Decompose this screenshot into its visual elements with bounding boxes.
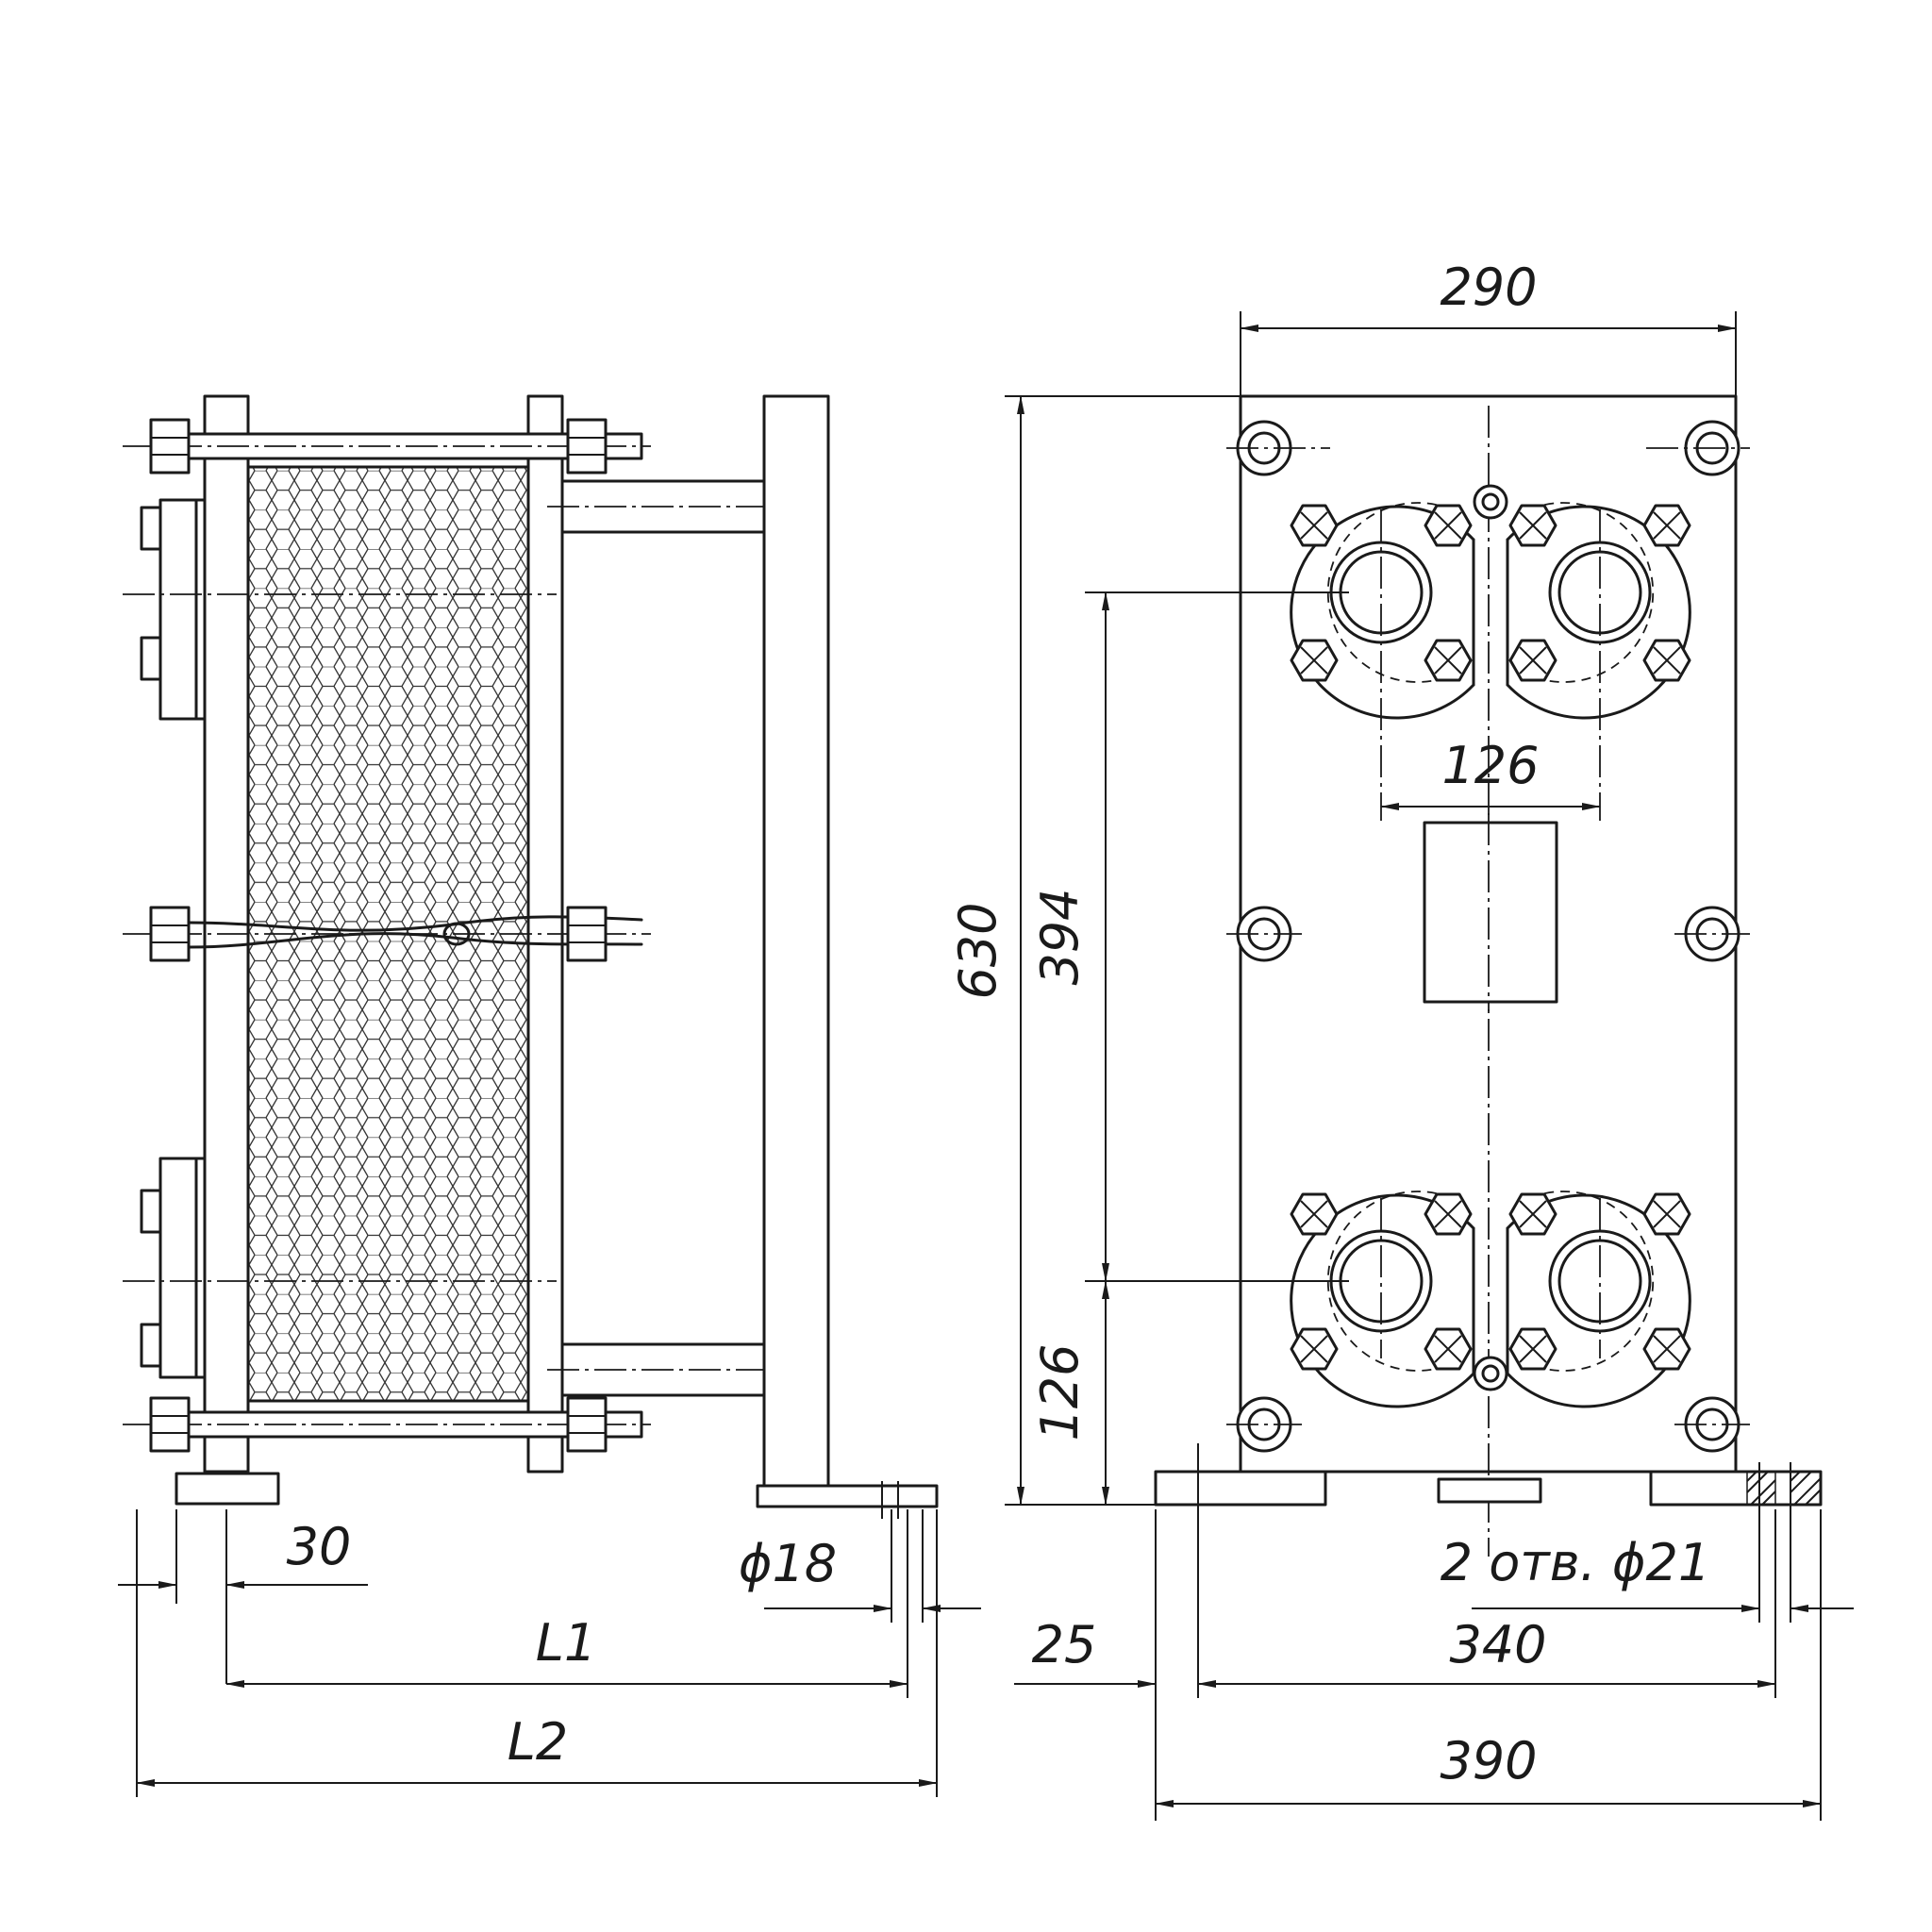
tie-rod-top bbox=[123, 418, 651, 475]
frame-foot bbox=[175, 1472, 280, 1506]
dim-126-horizontal: 126 bbox=[1380, 736, 1601, 810]
dim-25-340: 25 340 bbox=[1014, 1443, 1776, 1821]
dim-holes: 2 отв. ϕ21 bbox=[1441, 1462, 1854, 1623]
dim-L2-label: L2 bbox=[508, 1712, 568, 1772]
tie-rod-bottom bbox=[123, 1396, 651, 1453]
dim-390-label: 390 bbox=[1440, 1731, 1537, 1790]
upper-flanges bbox=[1291, 484, 1690, 821]
lower-flanges bbox=[1291, 1191, 1690, 1407]
support-column bbox=[762, 394, 830, 1488]
dim-390: 390 bbox=[1155, 1509, 1822, 1821]
dim-290-label: 290 bbox=[1440, 258, 1537, 317]
dim-630: 630 bbox=[948, 395, 1241, 1506]
dim-phi18-label: ϕ18 bbox=[739, 1534, 837, 1593]
dim-630-label: 630 bbox=[948, 902, 1008, 999]
dim-290: 290 bbox=[1240, 258, 1737, 396]
base bbox=[1154, 1470, 1823, 1507]
dim-394-label: 394 bbox=[1030, 888, 1090, 985]
corner-studs bbox=[1226, 420, 1750, 1453]
dim-30: 30 bbox=[118, 1509, 368, 1684]
dim-phi18: ϕ18 bbox=[739, 1509, 981, 1623]
dim-L1: L1 bbox=[225, 1509, 908, 1698]
side-view: 30 ϕ18 L1 L2 bbox=[118, 394, 981, 1797]
dim-25-label: 25 bbox=[1032, 1615, 1097, 1674]
tie-rod-middle bbox=[123, 906, 651, 962]
front-view: 290 630 394 126 126 bbox=[948, 258, 1854, 1821]
column-foot bbox=[756, 1481, 939, 1519]
nameplate bbox=[1423, 813, 1558, 1011]
dim-394: 394 bbox=[1030, 591, 1349, 1282]
dim-126-vertical: 126 bbox=[1030, 1280, 1109, 1506]
upper-nozzle-flange bbox=[123, 498, 557, 721]
dim-126-vertical-label: 126 bbox=[1030, 1343, 1090, 1441]
dim-126-horizontal-label: 126 bbox=[1441, 736, 1539, 795]
dim-holes-label: 2 отв. ϕ21 bbox=[1441, 1533, 1711, 1592]
dim-L2: L2 bbox=[136, 1509, 938, 1797]
dim-30-label: 30 bbox=[287, 1517, 352, 1576]
dim-L1-label: L1 bbox=[536, 1613, 596, 1673]
lower-nozzle-flange bbox=[123, 1157, 557, 1379]
dim-340-label: 340 bbox=[1449, 1615, 1546, 1674]
